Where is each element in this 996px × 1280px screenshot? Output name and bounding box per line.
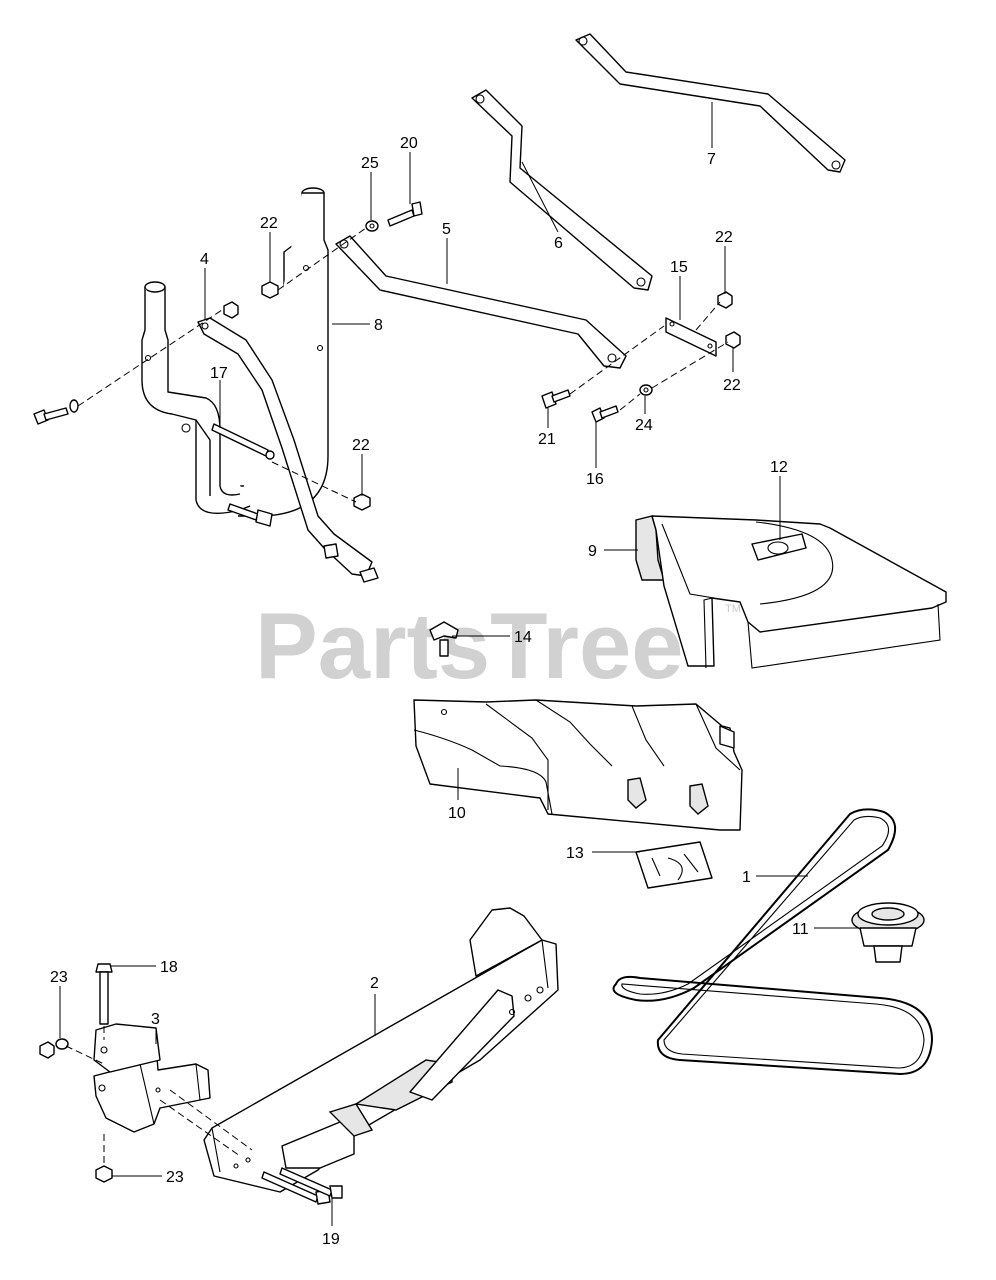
bolt-end-lower	[323, 543, 379, 583]
nut-23-top	[39, 1038, 69, 1059]
callout-6: 6	[554, 235, 563, 252]
bolt-19a	[261, 1171, 331, 1205]
washer-25	[365, 220, 379, 232]
part-15-plate	[665, 317, 717, 357]
watermark-trademark: TM	[725, 603, 741, 615]
callout-22-a: 22	[260, 215, 278, 232]
assembly-line-3	[271, 461, 357, 503]
leader-6	[521, 161, 559, 233]
bolt-21	[541, 389, 571, 409]
assembly-line-5	[619, 393, 641, 411]
callout-12: 12	[770, 459, 788, 476]
bolt-left	[33, 399, 79, 425]
callout-17: 17	[210, 365, 228, 382]
part-10-shield	[413, 699, 743, 831]
assembly-line-11	[159, 1099, 241, 1157]
nut-23-bottom	[95, 1165, 113, 1183]
callout-2: 2	[370, 975, 379, 992]
callout-23-a: 23	[50, 969, 68, 986]
callout-1: 1	[742, 869, 751, 886]
callout-13: 13	[566, 845, 584, 862]
part-4-bracket	[141, 281, 251, 514]
washer-24	[639, 384, 653, 396]
bolt-17	[211, 423, 275, 460]
callout-20: 20	[400, 135, 418, 152]
callout-7: 7	[707, 151, 716, 168]
callout-4: 4	[200, 251, 209, 268]
nut-22-right-top	[717, 291, 733, 309]
part-6-link	[471, 89, 653, 291]
callout-9: 9	[588, 543, 597, 560]
assembly-line-12	[169, 1089, 253, 1151]
bolt-20	[387, 201, 423, 227]
nut-4	[223, 301, 239, 319]
assembly-line-4	[569, 325, 665, 395]
callout-21: 21	[538, 431, 556, 448]
part-1-belt	[612, 808, 934, 1076]
bolt-18	[95, 963, 113, 1025]
assembly-line-7	[695, 301, 721, 331]
callout-18: 18	[160, 959, 178, 976]
callout-22-c: 22	[715, 229, 733, 246]
callout-24: 24	[635, 417, 653, 434]
callout-25: 25	[361, 155, 379, 172]
callout-16: 16	[586, 471, 604, 488]
bolt-16	[591, 405, 619, 423]
part-5-link	[335, 235, 627, 369]
nut-22-lower	[353, 493, 371, 511]
assembly-line-2	[277, 227, 367, 291]
callout-22-b: 22	[352, 437, 370, 454]
callout-23-b: 23	[166, 1169, 184, 1186]
callout-11: 11	[792, 921, 809, 938]
assembly-line-8	[65, 1045, 105, 1065]
callout-3: 3	[151, 1011, 160, 1028]
callout-19: 19	[322, 1231, 340, 1248]
callout-5: 5	[442, 221, 451, 238]
callout-10: 10	[448, 805, 466, 822]
watermark-text: PartsTree	[255, 593, 684, 698]
callout-15: 15	[670, 259, 688, 276]
part-3-hitch	[93, 1023, 211, 1133]
nut-22-right-bottom	[725, 331, 741, 349]
assembly-line-6	[651, 341, 729, 389]
assembly-line-1	[77, 309, 223, 407]
nut-22-top	[261, 281, 279, 299]
part-13-decal	[635, 841, 713, 889]
callout-22-d: 22	[723, 377, 741, 394]
bolt-19b	[279, 1167, 343, 1199]
callout-8: 8	[374, 317, 383, 334]
bolt-lower	[227, 503, 273, 527]
part-14-knob	[429, 621, 459, 657]
part-9-belt-cover	[635, 515, 947, 669]
part-11-pulley	[851, 902, 925, 963]
part-2-bracket	[203, 907, 559, 1193]
callout-14: 14	[514, 629, 532, 646]
part-7-link	[575, 33, 846, 173]
